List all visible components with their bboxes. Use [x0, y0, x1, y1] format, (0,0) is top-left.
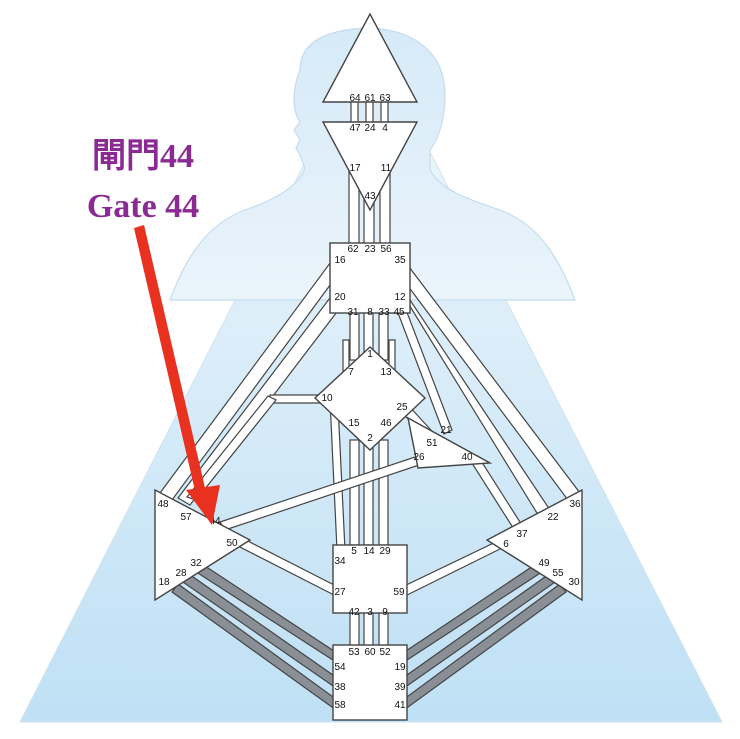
gate-42-label: 42	[348, 607, 360, 618]
gate-26-label: 26	[413, 452, 425, 463]
gate-24-label: 24	[364, 123, 376, 134]
gate-27-label: 27	[334, 587, 346, 598]
gate-58-label: 58	[334, 700, 346, 711]
gate-21-label: 21	[440, 425, 452, 436]
gate-46-label: 46	[380, 418, 392, 429]
gate-10-label: 10	[321, 393, 333, 404]
gate-39-label: 39	[394, 682, 406, 693]
gate-5-label: 5	[351, 546, 357, 557]
gate-60-label: 60	[364, 647, 376, 658]
gate-41-label: 41	[394, 700, 406, 711]
channels	[159, 99, 581, 711]
gate-7-label: 7	[348, 367, 354, 378]
gate-30-label: 30	[568, 577, 580, 588]
gate-54-label: 54	[334, 662, 346, 673]
gate-17-label: 17	[349, 163, 361, 174]
gate-9-label: 9	[382, 607, 388, 618]
english-gate-label: Gate 44	[86, 188, 200, 225]
sacral-center	[332, 544, 408, 614]
gate-45-label: 45	[393, 307, 405, 318]
root-center	[332, 644, 408, 721]
gate-61-label: 61	[364, 93, 376, 104]
gate-32-label: 32	[190, 558, 202, 569]
gate-62-label: 62	[347, 244, 359, 255]
gate-14-label: 14	[363, 546, 375, 557]
gate-38-label: 38	[334, 682, 346, 693]
gate-2-label: 2	[367, 433, 373, 444]
throat-center	[329, 242, 411, 314]
head-center	[321, 12, 419, 103]
gate-53-label: 53	[348, 647, 360, 658]
gate-20-label: 20	[334, 292, 346, 303]
gate-40-label: 40	[461, 452, 473, 463]
g-center	[313, 346, 427, 451]
gate-47-label: 47	[349, 123, 361, 134]
gate-49-label: 49	[538, 558, 550, 569]
gate-22-label: 22	[547, 512, 559, 523]
gate-19-label: 19	[394, 662, 406, 673]
gate-63-label: 63	[379, 93, 391, 104]
solar-plexus-center	[485, 488, 583, 602]
gate-11-label: 11	[381, 163, 392, 174]
gate-48-label: 48	[157, 499, 169, 510]
chinese-gate-label: 閘門44	[92, 138, 194, 175]
gate-57-label: 57	[180, 512, 192, 523]
gate-12-label: 12	[394, 292, 406, 303]
gate-50-label: 50	[226, 538, 238, 549]
gate-34-label: 34	[334, 556, 346, 567]
gate-36-label: 36	[569, 499, 581, 510]
gate-52-label: 52	[379, 647, 391, 658]
ajna-center	[321, 121, 419, 212]
gate-16-label: 16	[334, 255, 346, 266]
gate-3-label: 3	[367, 607, 373, 618]
gate-37-label: 37	[516, 529, 528, 540]
gate-23-label: 23	[364, 244, 376, 255]
gate-59-label: 59	[393, 587, 405, 598]
gate-6-label: 6	[503, 539, 509, 550]
red-arrow	[134, 225, 220, 525]
centers	[154, 12, 583, 721]
gate-1-label: 1	[367, 349, 373, 360]
gate-56-label: 56	[380, 244, 392, 255]
spleen-center	[154, 488, 252, 602]
gate-25-label: 25	[396, 402, 408, 413]
gate-15-label: 15	[348, 418, 360, 429]
gate-35-label: 35	[394, 255, 406, 266]
gate-33-label: 33	[378, 307, 390, 318]
gate-18-label: 18	[158, 577, 170, 588]
gate-4-label: 4	[382, 123, 388, 134]
gate-31-label: 31	[347, 307, 359, 318]
gate-55-label: 55	[552, 568, 564, 579]
gate-51-label: 51	[426, 438, 438, 449]
gate-28-label: 28	[175, 568, 187, 579]
gate-43-label: 43	[364, 191, 376, 202]
gate-64-label: 64	[349, 93, 361, 104]
gate-29-label: 29	[379, 546, 391, 557]
gate-8-label: 8	[367, 307, 373, 318]
heart-center	[407, 416, 493, 469]
gate-13-label: 13	[380, 367, 392, 378]
gate-44-label: 44	[209, 516, 221, 527]
